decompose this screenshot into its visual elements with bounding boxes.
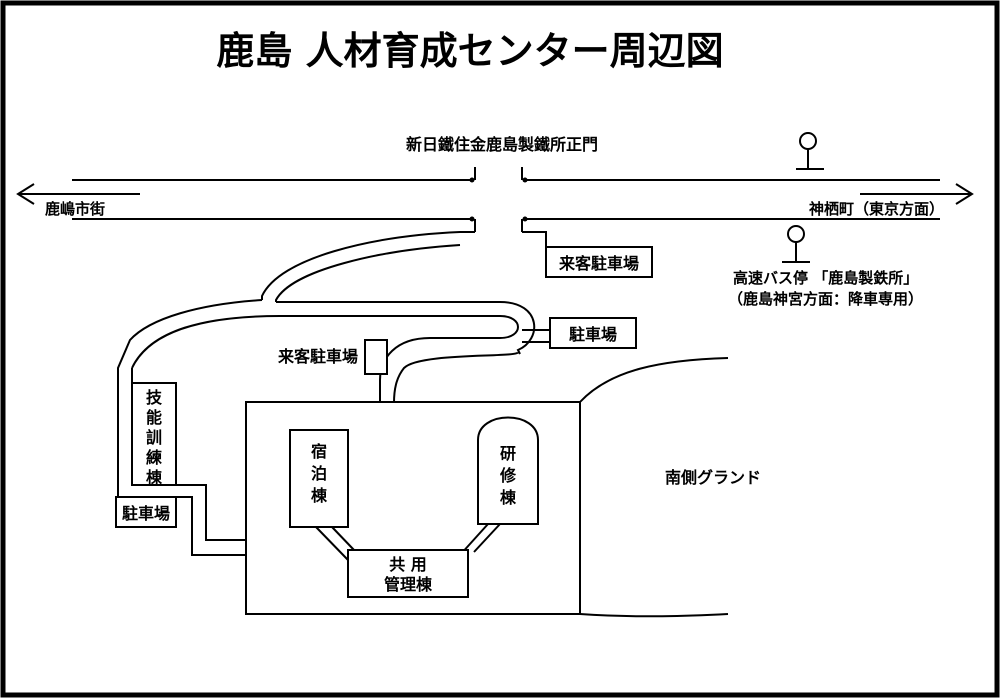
visitor-parking-mid-label: 来客駐車場	[277, 347, 358, 366]
visitor-parking-mid	[364, 339, 388, 375]
dormitory-char: 棟	[311, 486, 328, 505]
south-ground-edge	[579, 357, 729, 403]
arrow-right-icon	[860, 183, 974, 205]
visitor-parking-top	[545, 246, 653, 278]
admin-building-line2: 管理棟	[384, 575, 433, 594]
bus-stop-note: （鹿島神宮方面：降車専用）	[728, 290, 923, 308]
parking-right	[549, 317, 637, 349]
visitor-parking-top-label: 来客駐車場	[558, 254, 639, 273]
direction-left-label: 鹿嶋市街	[45, 200, 105, 218]
training-building-char: 能	[146, 408, 162, 427]
dormitory-char: 泊	[311, 464, 327, 483]
dormitory-char: 宿	[311, 442, 327, 461]
south-ground-label: 南側グランド	[665, 468, 761, 487]
map-title: 鹿島 人材育成センター周辺図	[216, 29, 723, 73]
admin-building-line1: 共 用	[389, 555, 427, 574]
bus-stop-name: 高速バス停 「鹿島製鉄所」	[733, 269, 918, 287]
training-building-char: 棟	[146, 468, 163, 487]
gate-label: 新日鐵住金鹿島製鐵所正門	[406, 135, 598, 154]
main-road	[72, 167, 940, 232]
direction-right-label: 神栖町（東京方面）	[809, 200, 944, 218]
arrow-left-icon	[16, 183, 140, 205]
landmark-marker-icon	[796, 132, 824, 170]
parking-left	[115, 496, 177, 528]
training-building-char: 技	[146, 388, 163, 407]
study-building-char: 研	[500, 444, 516, 463]
admin-building	[347, 549, 469, 598]
training-building	[131, 382, 177, 486]
building-connector	[315, 523, 501, 561]
training-building-char: 訓	[146, 428, 162, 447]
bus-stop-icon	[782, 225, 810, 263]
study-building	[477, 416, 539, 525]
parking-right-label: 駐車場	[569, 325, 617, 344]
study-building-char: 修	[499, 466, 517, 485]
dormitory-building	[289, 429, 349, 528]
study-building-char: 棟	[500, 488, 517, 507]
training-building-char: 練	[146, 448, 162, 467]
parking-left-label: 駐車場	[122, 504, 170, 523]
